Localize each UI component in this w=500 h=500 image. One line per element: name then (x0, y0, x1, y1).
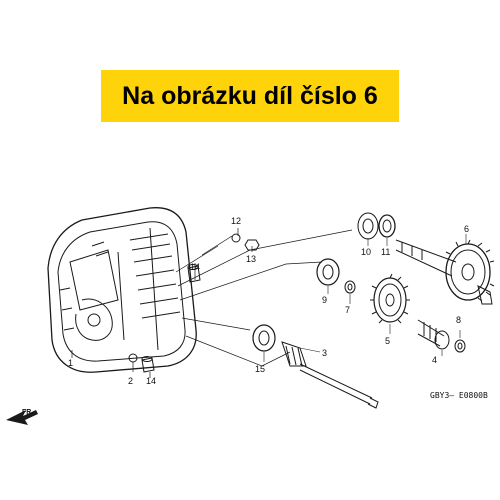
bearing-15-shaft-3 (252, 324, 379, 409)
case-cover (47, 207, 197, 373)
label-part-1: 1 (68, 358, 73, 368)
label-part-14-upper: 14 (190, 262, 200, 272)
label-part-7: 7 (345, 305, 350, 315)
label-part-5: 5 (385, 336, 390, 346)
label-part-4: 4 (432, 355, 437, 365)
gear-5 (370, 273, 410, 324)
label-part-2: 2 (128, 376, 133, 386)
label-part-8: 8 (456, 315, 461, 325)
label-part-14-lower: 14 (146, 376, 156, 386)
countershaft-4-washer-8 (417, 319, 466, 353)
part-12-13 (231, 233, 260, 251)
label-part-15: 15 (255, 364, 265, 374)
label-part-11: 11 (381, 247, 390, 257)
part-leaders (263, 234, 467, 362)
bearings-10-11 (357, 212, 396, 240)
label-part-10: 10 (361, 247, 371, 257)
label-part-12: 12 (231, 216, 241, 226)
label-part-9: 9 (322, 295, 327, 305)
part-banner: Na obrázku díl číslo 6 (101, 70, 399, 122)
diagram-code: GBY3— E0800B (430, 391, 488, 400)
direction-label: FR. (22, 409, 33, 416)
leader-lines (71, 228, 353, 378)
final-gear-shaft (395, 239, 495, 305)
label-part-6: 6 (464, 224, 469, 234)
label-part-3: 3 (322, 348, 327, 358)
front-direction-arrow-icon: FR. (6, 409, 38, 425)
label-part-13: 13 (246, 254, 256, 264)
banner-text: Na obrázku díl číslo 6 (122, 81, 378, 110)
bearing-9-washer-7 (316, 258, 356, 294)
part-number-labels: 1 2 3 4 5 6 7 8 9 10 11 12 13 14 14 15 (68, 216, 469, 386)
